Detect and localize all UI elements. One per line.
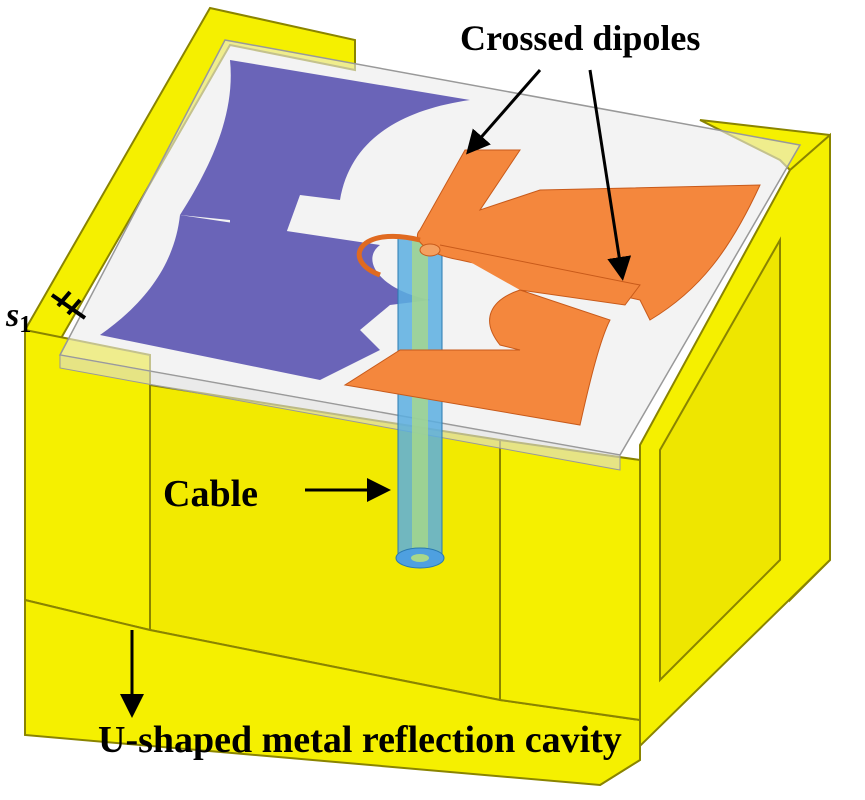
feed-loop: [356, 233, 421, 278]
label-crossed-dipoles: Crossed dipoles: [460, 18, 700, 58]
dipole-orange-arm-upper: [417, 149, 761, 321]
gap-marker: [50, 290, 87, 320]
arrow-dipoles-1: [466, 69, 542, 155]
dipole-orange-arm-lower: [343, 244, 641, 426]
label-cavity: U-shaped metal reflection cavity: [98, 719, 622, 761]
cavity: [23, 6, 831, 787]
label-s1: s1: [5, 297, 31, 338]
cavity-front-bottom: [24, 598, 641, 787]
dipole-blue-arm-upper: [180, 60, 470, 250]
cavity-right-face-inner: [659, 236, 781, 683]
dipole-blue: [100, 60, 470, 380]
coax-cable: [395, 237, 445, 569]
dipole-orange: [343, 149, 761, 426]
label-cable: Cable: [163, 473, 258, 515]
dipole-blue-arm-lower: [100, 215, 430, 380]
arrow-dipoles-2: [588, 69, 632, 281]
cavity-front-right-post: [499, 438, 641, 722]
